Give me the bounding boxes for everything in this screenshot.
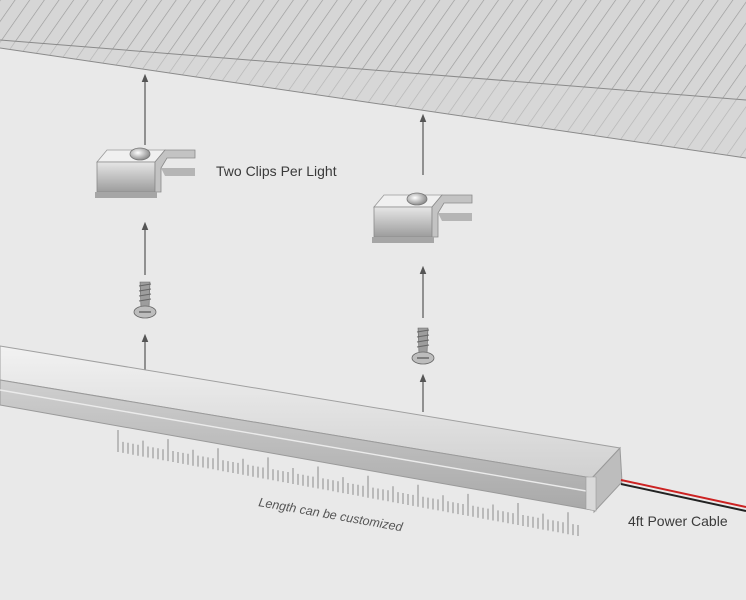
ceiling-front-face — [0, 40, 746, 158]
mounting-clip-icon — [95, 147, 196, 198]
cable-label: 4ft Power Cable — [628, 513, 728, 529]
mounting-clip-icon — [372, 192, 473, 243]
cable-black-wire — [620, 483, 746, 512]
led-light-bar — [0, 345, 623, 514]
length-ruler — [117, 430, 579, 536]
length-label: Length can be customized — [257, 495, 404, 534]
ceiling-edge — [0, 39, 746, 101]
cable-red-wire — [620, 479, 746, 508]
bar-highlight — [0, 389, 593, 493]
ceiling-hatch — [0, 0, 746, 100]
screw-icon — [133, 281, 157, 319]
ceiling-bottom-edge — [0, 47, 746, 159]
power-cable — [620, 479, 746, 512]
arrows — [141, 73, 427, 412]
clips-label: Two Clips Per Light — [216, 163, 337, 179]
ceiling-slab — [0, 0, 746, 159]
bar-end-plate — [585, 476, 597, 512]
screw-icon — [411, 327, 435, 365]
